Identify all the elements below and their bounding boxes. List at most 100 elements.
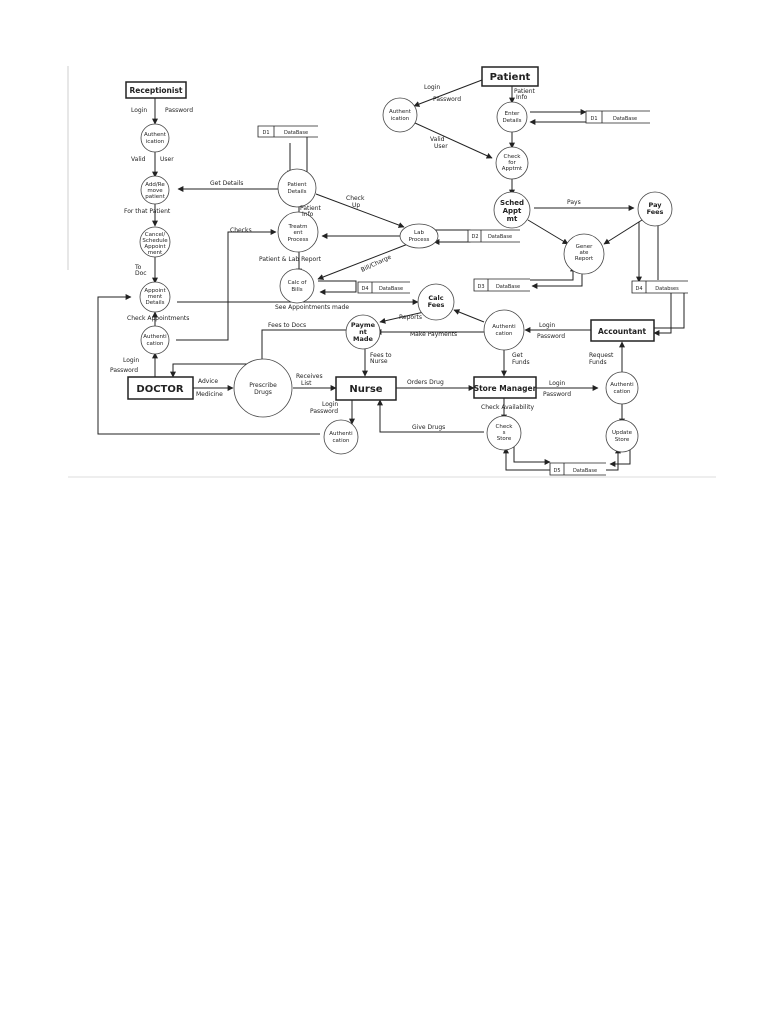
flow-login-nurse: Login xyxy=(322,401,338,408)
flow-fees-to: Fees to xyxy=(370,352,392,359)
flow-nurse: Nurse xyxy=(370,358,388,365)
treatment-process xyxy=(277,211,319,253)
flow-pays: Pays xyxy=(567,199,581,206)
flow-get-details: Get Details xyxy=(210,180,243,187)
doctor-entity: DOCTOR xyxy=(127,376,194,400)
d4-left-id: D4 xyxy=(361,286,368,292)
generate-report-label-2: ate xyxy=(580,250,590,256)
check-store-label-3: Store xyxy=(497,436,512,442)
generate-report-process xyxy=(563,233,605,275)
lab-process xyxy=(399,223,439,249)
auth-receptionist-process xyxy=(140,123,170,153)
add-remove-patient-process xyxy=(140,175,170,205)
d1-right-id: D1 xyxy=(590,116,597,122)
flow-login-receptionist: Login xyxy=(131,107,147,114)
lab-process-label-2: Process xyxy=(409,237,430,243)
flow-check-appointments: Check Appointments xyxy=(127,315,189,322)
d3-name: DataBase xyxy=(496,284,520,290)
check-appointment-process xyxy=(495,146,529,180)
auth-patient-label-2: ication xyxy=(391,116,410,122)
doctor-label: DOCTOR xyxy=(136,384,183,395)
flow-funds: Funds xyxy=(512,359,530,366)
flow-up: Up xyxy=(352,202,360,209)
payment-made-label-1: Payme xyxy=(351,321,376,329)
datastore-d1-right: D1 DataBase xyxy=(585,110,650,124)
flow-check: Check xyxy=(346,195,365,202)
schedule-appointment-process xyxy=(493,191,531,229)
cancel-schedule-label-3: Appoint xyxy=(144,244,166,250)
flow-see-appointments-made: See Appointments made xyxy=(275,304,349,311)
flow-info-2: Info xyxy=(516,94,528,101)
d1-left-id: D1 xyxy=(262,130,269,136)
add-remove-label-2: move xyxy=(147,188,163,194)
enter-details-label-1: Enter xyxy=(505,111,521,117)
flow-patient-1: Patient xyxy=(300,205,322,212)
flow-login-accountant: Login xyxy=(539,322,555,329)
flow-to: To xyxy=(134,264,142,271)
auth-nurse-process xyxy=(323,419,359,455)
cancel-schedule-appointment-process xyxy=(139,226,171,258)
auth-store-manager-label-1: Authenti xyxy=(610,382,634,388)
payment-made-process xyxy=(345,314,381,350)
calc-fees-label-1: Calc xyxy=(428,294,443,302)
auth-store-manager-label-2: cation xyxy=(614,389,631,395)
auth-accountant-process xyxy=(483,309,525,351)
flow-valid-patient: Valid xyxy=(430,136,445,143)
auth-nurse-label-2: cation xyxy=(333,438,350,444)
d1-right-name: DataBase xyxy=(613,116,637,122)
flow-give-drugs: Give Drugs xyxy=(412,424,445,431)
sched-appt-label-3: mt xyxy=(507,215,518,223)
auth-accountant-label-1: Authenti xyxy=(492,324,516,330)
flow-patient-lab-report: Patient & Lab Report xyxy=(259,256,322,263)
flow-user: User xyxy=(160,156,174,163)
flow-check-availability: Check Availability xyxy=(481,404,535,411)
calc-fees-label-2: Fees xyxy=(428,301,445,309)
pay-fees-process xyxy=(637,191,673,227)
d4-right-id: D4 xyxy=(635,286,642,292)
flow-checks: Checks xyxy=(230,227,252,234)
datastore-d2: D2 DataBase xyxy=(467,229,520,243)
accountant-entity: Accountant xyxy=(590,319,655,342)
calc-bills-label-1: Calc of xyxy=(288,280,308,286)
check-appt-label-2: for xyxy=(508,160,516,166)
flow-get: Get xyxy=(512,352,523,359)
auth-doctor-label-1: Authenti xyxy=(143,334,167,340)
flow-password-nurse: Password xyxy=(310,408,338,415)
pay-fees-label-2: Fees xyxy=(647,208,664,216)
d5-id: D5 xyxy=(553,468,560,474)
flow-password-store: Password xyxy=(543,391,571,398)
patient-details-label-2: Details xyxy=(287,189,306,195)
d2-name: DataBase xyxy=(488,234,512,240)
flow-password-patient: Password xyxy=(433,96,461,103)
flow-request: Request xyxy=(589,352,614,359)
d3-id: D3 xyxy=(477,284,484,290)
receptionist-entity: Receptionist xyxy=(125,81,187,99)
calc-fees-process xyxy=(417,283,455,321)
flow-reports: Reports xyxy=(399,314,422,321)
flow-user-patient: User xyxy=(434,143,448,150)
auth-doctor-label-2: cation xyxy=(147,341,164,347)
update-store-process xyxy=(605,419,639,453)
payment-made-label-2: nt xyxy=(359,328,367,336)
check-appt-label-3: Apptmt xyxy=(502,166,523,172)
store-manager-label: Store Manager xyxy=(474,384,537,393)
flow-login-patient: Login xyxy=(424,84,440,91)
treatment-label-1: Treatm xyxy=(288,224,308,230)
auth-receptionist-label-2: ication xyxy=(146,139,165,145)
update-store-label-2: Store xyxy=(615,437,630,443)
enter-details-label-2: Details xyxy=(502,118,521,124)
flow-funds-request: Funds xyxy=(589,359,607,366)
patient-label: Patient xyxy=(490,72,531,83)
patient-entity: Patient xyxy=(481,66,539,87)
appointment-details-label-3: Details xyxy=(145,300,164,306)
sched-appt-label-2: Appt xyxy=(503,207,522,215)
flow-valid: Valid xyxy=(131,156,146,163)
lab-process-label-1: Lab xyxy=(414,230,424,236)
appointment-details-label-1: Appoint xyxy=(144,288,166,294)
patient-details-label-1: Patient xyxy=(287,182,307,188)
appointment-details-process xyxy=(139,281,171,313)
check-store-label-1: Check xyxy=(496,424,514,430)
d5-name: DataBase xyxy=(573,468,597,474)
check-store-process xyxy=(486,415,522,451)
d4-right-name: Databses xyxy=(655,286,679,292)
